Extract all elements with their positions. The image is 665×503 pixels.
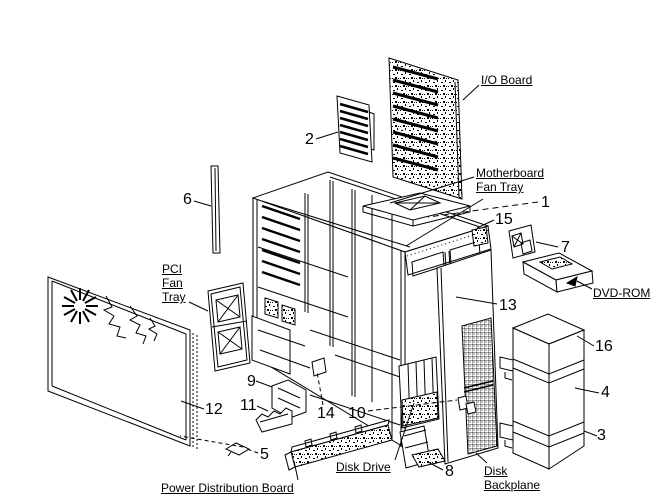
label-disk-drive[interactable]: Disk Drive	[336, 460, 391, 474]
rail-strip-drawing	[210, 165, 221, 254]
callout-number-4: 4	[601, 384, 610, 401]
label-disk-backplane-line2: Backplane	[484, 478, 541, 492]
sun-logo-text-scribble	[102, 295, 158, 345]
label-pci-fan-tray[interactable]: PCI Fan Tray	[162, 262, 186, 304]
callout-number-12: 12	[205, 401, 223, 418]
dvd-rom-drawing	[521, 252, 594, 293]
label-disk-backplane-line1: Disk	[484, 464, 508, 478]
disk-drive-drawing	[398, 356, 440, 429]
label-dvd-rom[interactable]: DVD-ROM	[593, 286, 651, 300]
callout-number-11: 11	[240, 397, 257, 414]
power-distribution-board-drawing	[284, 419, 393, 471]
callout-number-15: 15	[495, 211, 513, 228]
callout-number-16: 16	[595, 338, 613, 355]
label-disk-backplane[interactable]: Disk Backplane	[484, 464, 540, 492]
label-motherboard-fan-tray[interactable]: Motherboard Fan Tray	[476, 166, 544, 194]
bracket-15-drawing	[471, 226, 489, 247]
callout-number-3: 3	[597, 427, 606, 444]
callout-number-13: 13	[499, 297, 517, 314]
chassis-drawing	[251, 171, 499, 469]
side-panel-drawing	[47, 276, 198, 451]
callout-number-9: 9	[247, 373, 256, 390]
pci-fan-tray-drawing	[207, 282, 251, 372]
callout-number-8: 8	[445, 463, 454, 480]
label-pci-fan-tray-line1: PCI	[162, 262, 183, 276]
small-brackets-drawing	[224, 357, 477, 457]
label-pci-fan-tray-line2: Fan	[162, 276, 183, 290]
io-board-drawing	[388, 57, 463, 200]
drive-caddy-drawing	[399, 425, 446, 469]
motherboard-fan-tray-drawing	[362, 192, 471, 227]
label-power-distribution-board[interactable]: Power Distribution Board	[161, 481, 294, 495]
label-motherboard-fan-tray-line2: Fan Tray	[476, 180, 524, 194]
callout-number-10: 10	[348, 405, 366, 422]
label-io-board[interactable]: I/O Board	[481, 73, 533, 87]
power-supply-tower-drawing	[499, 313, 586, 470]
callout-leader-lines	[179, 84, 600, 481]
callout-number-7: 7	[561, 239, 570, 256]
callout-number-6: 6	[183, 191, 192, 208]
label-motherboard-fan-tray-line1: Motherboard	[476, 166, 545, 180]
callout-number-14: 14	[317, 405, 335, 422]
label-pci-fan-tray-line3: Tray	[162, 290, 186, 304]
callout-number-1: 1	[541, 194, 550, 211]
vented-panel-drawing	[336, 95, 375, 163]
sun-logo-burst	[62, 288, 98, 324]
callout-number-5: 5	[260, 446, 269, 463]
fan-module-drawing	[508, 224, 536, 259]
callout-number-2: 2	[305, 131, 314, 148]
